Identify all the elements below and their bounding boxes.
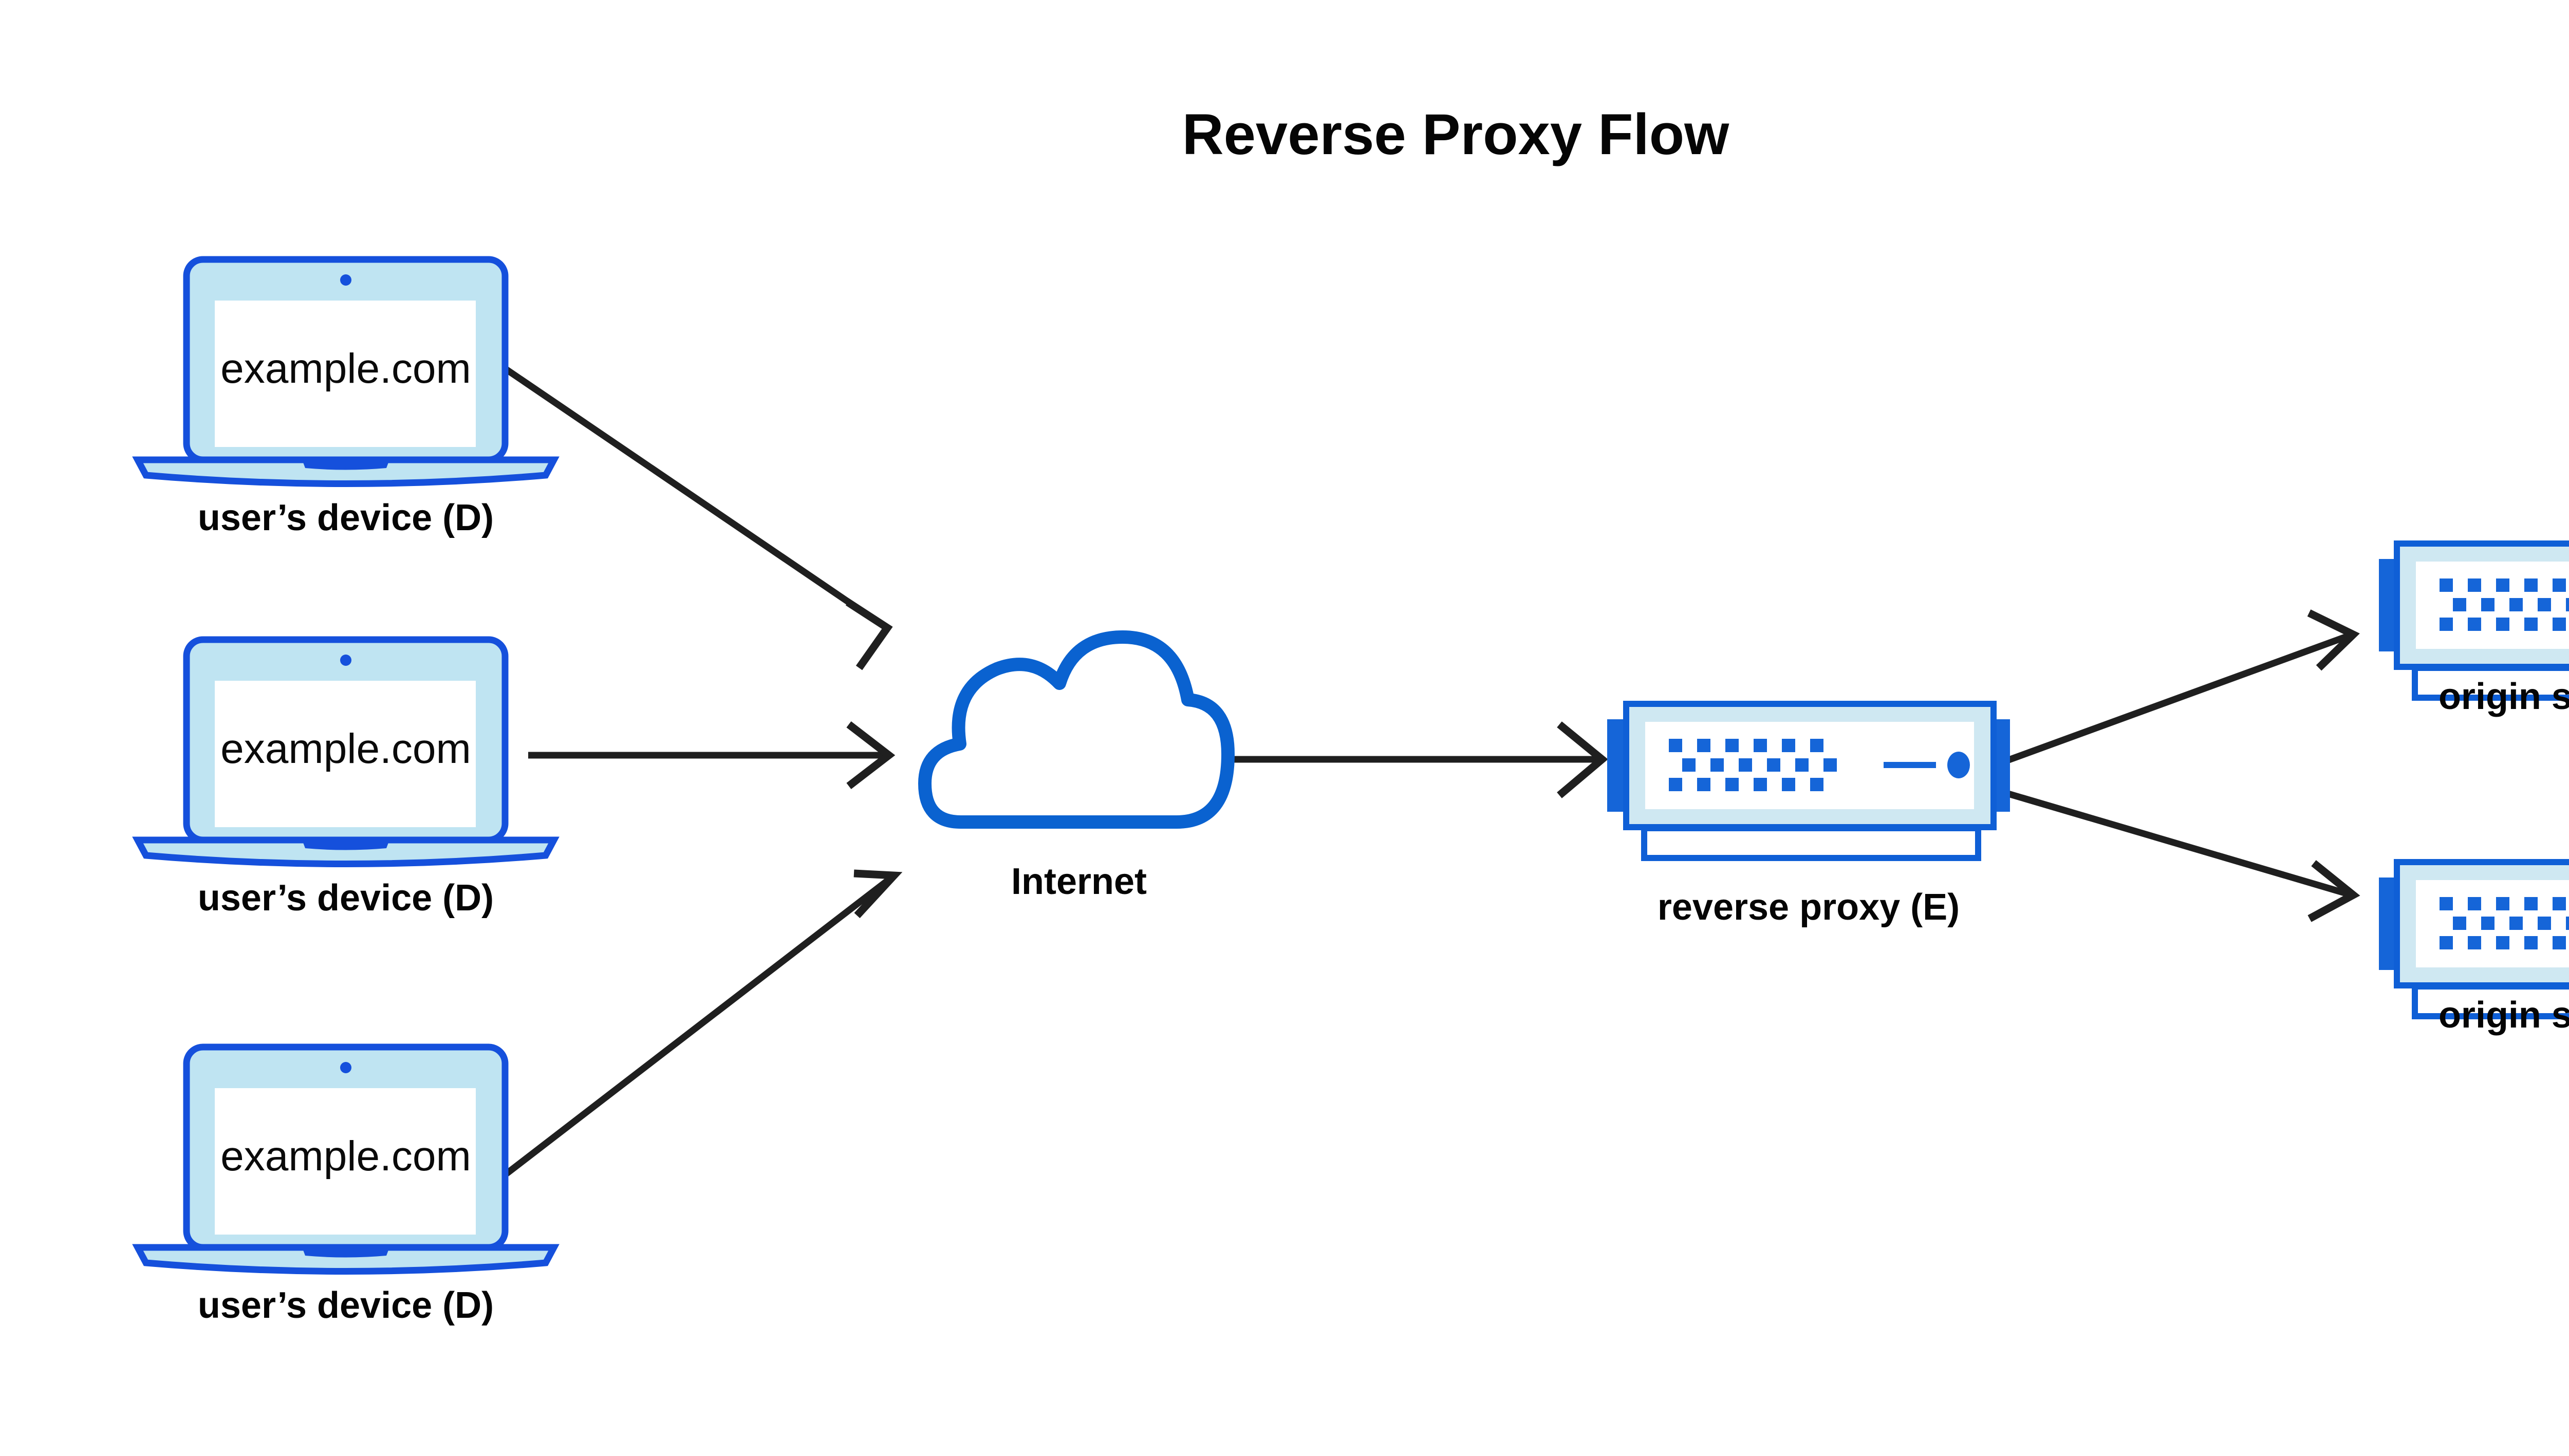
- reverse-proxy-group[interactable]: reverse proxy (E): [1607, 701, 2010, 928]
- internet-cloud-group[interactable]: Internet: [918, 630, 1235, 902]
- flow-arrows: [499, 363, 2360, 1177]
- origin-bottom-label: origin server (F): [2438, 995, 2569, 1036]
- server-icon: [2379, 540, 2569, 701]
- server-vent-dots: [1669, 739, 1837, 791]
- page-title: Reverse Proxy Flow: [1182, 102, 1729, 166]
- origin-top-label: origin server (F): [2438, 676, 2569, 717]
- laptop-icon: [132, 1043, 560, 1275]
- arrow-proxy-to-origin-top: [1995, 609, 2360, 768]
- client-bottom-group[interactable]: example.com user’s device (D): [132, 1043, 560, 1326]
- client-bottom-label: user’s device (D): [198, 1285, 494, 1326]
- server-vent-dots: [2440, 578, 2569, 631]
- cloud-icon: [918, 630, 1235, 829]
- internet-label: Internet: [1011, 861, 1147, 902]
- laptop-screen-text: example.com: [220, 1133, 471, 1180]
- server-icon: [2379, 859, 2569, 1019]
- origin-top-group[interactable]: origin server (F): [2379, 540, 2569, 717]
- server-vent-dots: [2440, 897, 2569, 949]
- client-middle-group[interactable]: example.com user’s device (D): [132, 636, 560, 919]
- arrow-client-middle-to-internet: [528, 721, 896, 789]
- origin-bottom-group[interactable]: origin server (F): [2379, 859, 2569, 1036]
- arrow-internet-to-reverse-proxy: [1233, 721, 1608, 798]
- reverse-proxy-label: reverse proxy (E): [1658, 887, 1960, 928]
- laptop-icon: [132, 256, 560, 487]
- laptop-screen-text: example.com: [220, 725, 471, 772]
- arrow-client-top-to-internet: [499, 363, 893, 670]
- server-icon: [1607, 701, 2010, 861]
- laptop-screen-text: example.com: [220, 345, 471, 392]
- client-top-label: user’s device (D): [198, 497, 494, 538]
- arrow-client-bottom-to-internet: [504, 869, 903, 1177]
- laptop-icon: [132, 636, 560, 867]
- client-top-group[interactable]: example.com user’s device (D): [132, 256, 560, 538]
- client-middle-label: user’s device (D): [198, 878, 494, 919]
- arrow-proxy-to-origin-bottom: [1995, 787, 2360, 922]
